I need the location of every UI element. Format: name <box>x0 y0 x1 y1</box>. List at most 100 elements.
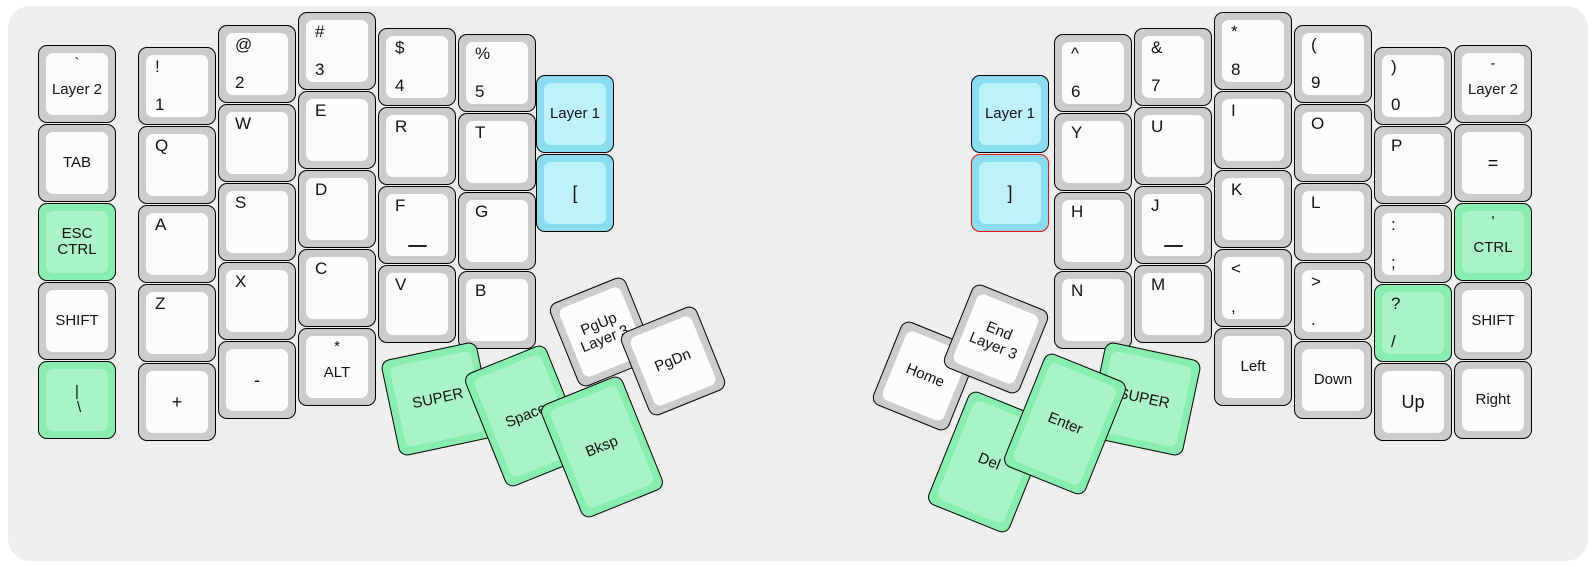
keycap-face: @2 <box>226 33 288 95</box>
key-layer2-minus[interactable]: -Layer 2 <box>1454 45 1532 123</box>
key-n[interactable]: N <box>1054 271 1132 349</box>
key-b[interactable]: B <box>458 271 536 349</box>
key-f[interactable]: F <box>378 186 456 264</box>
key-plus[interactable]: + <box>138 363 216 441</box>
key-8[interactable]: *8 <box>1214 12 1292 90</box>
keycap-face: I <box>1222 99 1284 161</box>
key-h[interactable]: H <box>1054 192 1132 270</box>
keycap-face: PgDn <box>628 314 718 408</box>
key-legend-label: TAB <box>62 154 92 172</box>
key-legend-primary: J <box>1151 196 1160 215</box>
key-legend-label: Layer 2 <box>51 81 103 99</box>
key-legend-label: ESC CTRL <box>57 225 97 258</box>
key-equals[interactable]: = <box>1454 124 1532 202</box>
key-bracket-right[interactable]: ] <box>971 154 1049 232</box>
key-legend-secondary: 1 <box>155 95 165 115</box>
keycap-face: <, <box>1222 257 1284 319</box>
key-legend-secondary: . <box>1311 310 1316 330</box>
keycap-face: N <box>1062 279 1124 341</box>
keycap-face: M <box>1142 273 1204 335</box>
key-legend-primary: S <box>235 193 247 212</box>
key-right[interactable]: Right <box>1454 361 1532 439</box>
key-legend-secondary: ; <box>1391 253 1396 273</box>
key-legend-label: ALT <box>323 364 351 382</box>
key-1[interactable]: !1 <box>138 47 216 125</box>
key-x[interactable]: X <box>218 262 296 340</box>
key-legend-label: | \ <box>75 383 82 416</box>
key-semicolon[interactable]: :; <box>1374 205 1452 283</box>
key-v[interactable]: V <box>378 265 456 343</box>
key-e[interactable]: E <box>298 91 376 169</box>
key-bracket-left[interactable]: [ <box>536 154 614 232</box>
key-4[interactable]: $4 <box>378 28 456 106</box>
key-y[interactable]: Y <box>1054 113 1132 191</box>
keycap-face: &7 <box>1142 36 1204 98</box>
key-legend-primary: $ <box>395 38 405 57</box>
key-left[interactable]: Left <box>1214 328 1292 406</box>
keycap-face: TAB <box>46 132 108 194</box>
key-esc-ctrl[interactable]: ESC CTRL <box>38 203 116 281</box>
key-t[interactable]: T <box>458 113 536 191</box>
keycap-face: Z <box>146 292 208 354</box>
key-comma[interactable]: <, <box>1214 249 1292 327</box>
key-layer1-left[interactable]: Layer 1 <box>536 75 614 153</box>
key-layer1-right[interactable]: Layer 1 <box>971 75 1049 153</box>
keycap-face: = <box>1462 132 1524 194</box>
key-w[interactable]: W <box>218 104 296 182</box>
key-d[interactable]: D <box>298 170 376 248</box>
keycap-face: S <box>226 191 288 253</box>
key-c[interactable]: C <box>298 249 376 327</box>
key-minus[interactable]: - <box>218 341 296 419</box>
keycap-face: K <box>1222 178 1284 240</box>
key-legend-label: Down <box>1313 371 1353 389</box>
key-l[interactable]: L <box>1294 183 1372 261</box>
key-period[interactable]: >. <box>1294 262 1372 340</box>
key-3[interactable]: #3 <box>298 12 376 90</box>
key-pipe-backslash[interactable]: | \ <box>38 361 116 439</box>
key-q[interactable]: Q <box>138 126 216 204</box>
keycap-face: E <box>306 99 368 161</box>
key-s[interactable]: S <box>218 183 296 261</box>
key-down[interactable]: Down <box>1294 341 1372 419</box>
keycap-face: | \ <box>46 369 108 431</box>
key-layer2-backtick[interactable]: `Layer 2 <box>38 45 116 123</box>
key-alt[interactable]: *ALT <box>298 328 376 406</box>
key-5[interactable]: %5 <box>458 34 536 112</box>
key-0[interactable]: )0 <box>1374 47 1452 125</box>
key-r[interactable]: R <box>378 107 456 185</box>
key-up[interactable]: Up <box>1374 363 1452 441</box>
key-quote-ctrl[interactable]: 'CTRL <box>1454 203 1532 281</box>
key-a[interactable]: A <box>138 205 216 283</box>
keycap-face: !1 <box>146 55 208 117</box>
keycap-face: D <box>306 178 368 240</box>
keycap-face: ?/ <box>1382 292 1444 354</box>
key-legend-primary: L <box>1311 193 1321 212</box>
key-shift[interactable]: SHIFT <box>38 282 116 360</box>
keycap-face: R <box>386 115 448 177</box>
key-tab[interactable]: TAB <box>38 124 116 202</box>
keycap-face: SHIFT <box>1462 290 1524 352</box>
key-z[interactable]: Z <box>138 284 216 362</box>
key-m[interactable]: M <box>1134 265 1212 343</box>
key-2[interactable]: @2 <box>218 25 296 103</box>
keycap-face: Right <box>1462 369 1524 431</box>
keycap-face: SHIFT <box>46 290 108 352</box>
key-7[interactable]: &7 <box>1134 28 1212 106</box>
key-6[interactable]: ^6 <box>1054 34 1132 112</box>
keycap-face: :; <box>1382 213 1444 275</box>
key-p[interactable]: P <box>1374 126 1452 204</box>
key-legend-primary: : <box>1391 215 1396 234</box>
key-shift-right[interactable]: SHIFT <box>1454 282 1532 360</box>
key-legend-label: + <box>171 391 183 412</box>
key-legend-label: Layer 1 <box>549 105 601 123</box>
key-u[interactable]: U <box>1134 107 1212 185</box>
key-g[interactable]: G <box>458 192 536 270</box>
key-j[interactable]: J <box>1134 186 1212 264</box>
key-i[interactable]: I <box>1214 91 1292 169</box>
key-legend-primary: U <box>1151 117 1164 136</box>
keycap-face: A <box>146 213 208 275</box>
key-slash[interactable]: ?/ <box>1374 284 1452 362</box>
key-9[interactable]: (9 <box>1294 25 1372 103</box>
key-o[interactable]: O <box>1294 104 1372 182</box>
key-k[interactable]: K <box>1214 170 1292 248</box>
